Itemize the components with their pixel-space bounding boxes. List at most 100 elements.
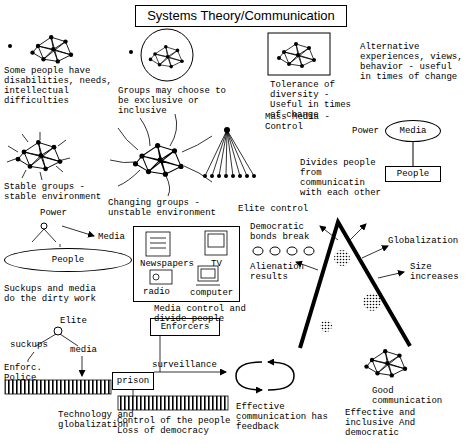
- lone-dot: [8, 44, 12, 48]
- hierarchy-tree: [238, 174, 242, 178]
- media-icons: [196, 285, 220, 286]
- network-cluster: [149, 45, 184, 68]
- node-label: Enforcers: [161, 322, 210, 332]
- elite-hierarchy: [54, 327, 62, 335]
- text-label: radio: [143, 287, 183, 297]
- node-label: Media: [399, 126, 426, 136]
- media-icons: [150, 270, 172, 284]
- lone-dot: [129, 50, 133, 54]
- broken-chain: [304, 247, 314, 255]
- broken-chain: [253, 247, 314, 255]
- text-label: Some people have disabilities, needs, in…: [4, 66, 136, 106]
- node-label: People: [397, 169, 429, 179]
- text-label: Media: [98, 232, 138, 242]
- text-label: Enforc. Police: [4, 363, 52, 383]
- media-icons: [146, 231, 227, 285]
- network-cluster: [277, 42, 316, 68]
- hierarchy-tree: [203, 127, 256, 178]
- broken-chain: [253, 247, 263, 255]
- network-cluster: [364, 349, 407, 378]
- elite-hierarchy: [28, 360, 29, 362]
- media-icons: [150, 238, 166, 248]
- network-cluster: [30, 35, 73, 64]
- media-icons: [201, 269, 215, 278]
- media-icons: [208, 234, 224, 247]
- text-label: Power: [40, 208, 80, 218]
- text-label: Elite control: [238, 204, 322, 214]
- media-ellipse: Media: [385, 120, 441, 142]
- node-label: prison: [117, 376, 149, 386]
- media-icons: [153, 274, 159, 280]
- enforcers-box: Enforcers: [150, 318, 220, 336]
- text-label: Globalization: [388, 236, 467, 246]
- text-label: Democratic bonds break: [250, 222, 334, 242]
- text-label: media: [70, 345, 110, 355]
- text-label: Newspapers: [140, 259, 200, 269]
- network-cluster: [133, 143, 184, 177]
- text-label: Suckups and media do the dirty work: [4, 284, 104, 304]
- text-label: Good communication: [372, 386, 467, 406]
- broken-chain: [287, 247, 297, 255]
- hierarchy-tree: [205, 130, 254, 176]
- hierarchy-tree: [252, 174, 256, 178]
- text-label: computer: [190, 288, 240, 298]
- power-tree: [41, 223, 47, 229]
- text-label: Alienation results: [250, 262, 326, 282]
- wiggly-lines: [110, 114, 212, 196]
- hierarchy-tree: [231, 174, 235, 178]
- connector-line: [413, 142, 414, 166]
- globalization-triangle: [378, 272, 404, 278]
- group-circle: [141, 29, 193, 81]
- text-label: Control of the people - Loss of democrac…: [117, 416, 247, 436]
- network-cluster: [16, 140, 63, 171]
- feedback-loop: [236, 362, 262, 390]
- radiating-lines: [7, 132, 70, 180]
- power-tree: [32, 223, 94, 247]
- power-tree: [62, 226, 94, 236]
- elite-hierarchy: [82, 356, 83, 376]
- text-label: Mass Media - Control: [265, 112, 339, 132]
- text-label: TV: [211, 259, 235, 269]
- text-label: Alternative experiences, views, behavior…: [360, 42, 465, 82]
- globalization-triangle: [296, 224, 404, 278]
- text-label: Power: [352, 126, 386, 136]
- globalization-triangle: [362, 246, 388, 258]
- feedback-loop: [268, 362, 294, 390]
- hierarchy-tree: [224, 174, 228, 178]
- text-label: Elite: [60, 316, 100, 326]
- elite-hierarchy: [5, 327, 111, 394]
- people-box: People: [385, 166, 441, 182]
- group-box: [268, 33, 330, 75]
- media-icons: [146, 232, 170, 256]
- text-label: Effective communication has feedback: [236, 402, 336, 432]
- feedback-loop: [236, 362, 294, 390]
- hierarchy-tree: [203, 174, 256, 178]
- hierarchy-tree: [245, 174, 249, 178]
- box-caption: Media control and divide people: [154, 304, 266, 324]
- hierarchy-tree: [217, 174, 221, 178]
- radiating-lines: [7, 132, 70, 180]
- wiggly-lines: [110, 114, 212, 196]
- hierarchy-tree: [210, 174, 214, 178]
- globalization-triangle: [320, 320, 332, 332]
- text-label: Changing groups - unstable environment: [108, 198, 226, 218]
- text-label: Groups may choose to be exclusive or inc…: [118, 86, 236, 116]
- text-label: Size increases: [410, 262, 466, 282]
- people-ellipse: People: [4, 248, 132, 272]
- globalization-triangle: [350, 224, 366, 240]
- power-tree: [60, 244, 61, 247]
- surveillance-scheme: [118, 396, 228, 410]
- media-icons: [205, 231, 227, 255]
- hierarchy-tree: [203, 174, 207, 178]
- surveillance-scheme: [133, 390, 134, 396]
- prison-box: prison: [112, 372, 154, 390]
- globalization-triangle: [363, 293, 381, 311]
- broken-chain: [270, 247, 280, 255]
- text-label: suckups: [10, 340, 60, 350]
- node-label: People: [52, 255, 84, 265]
- power-tree: [32, 229, 56, 242]
- text-label: Divides people from communicatin with ea…: [300, 158, 386, 198]
- globalization-triangle: [334, 250, 350, 266]
